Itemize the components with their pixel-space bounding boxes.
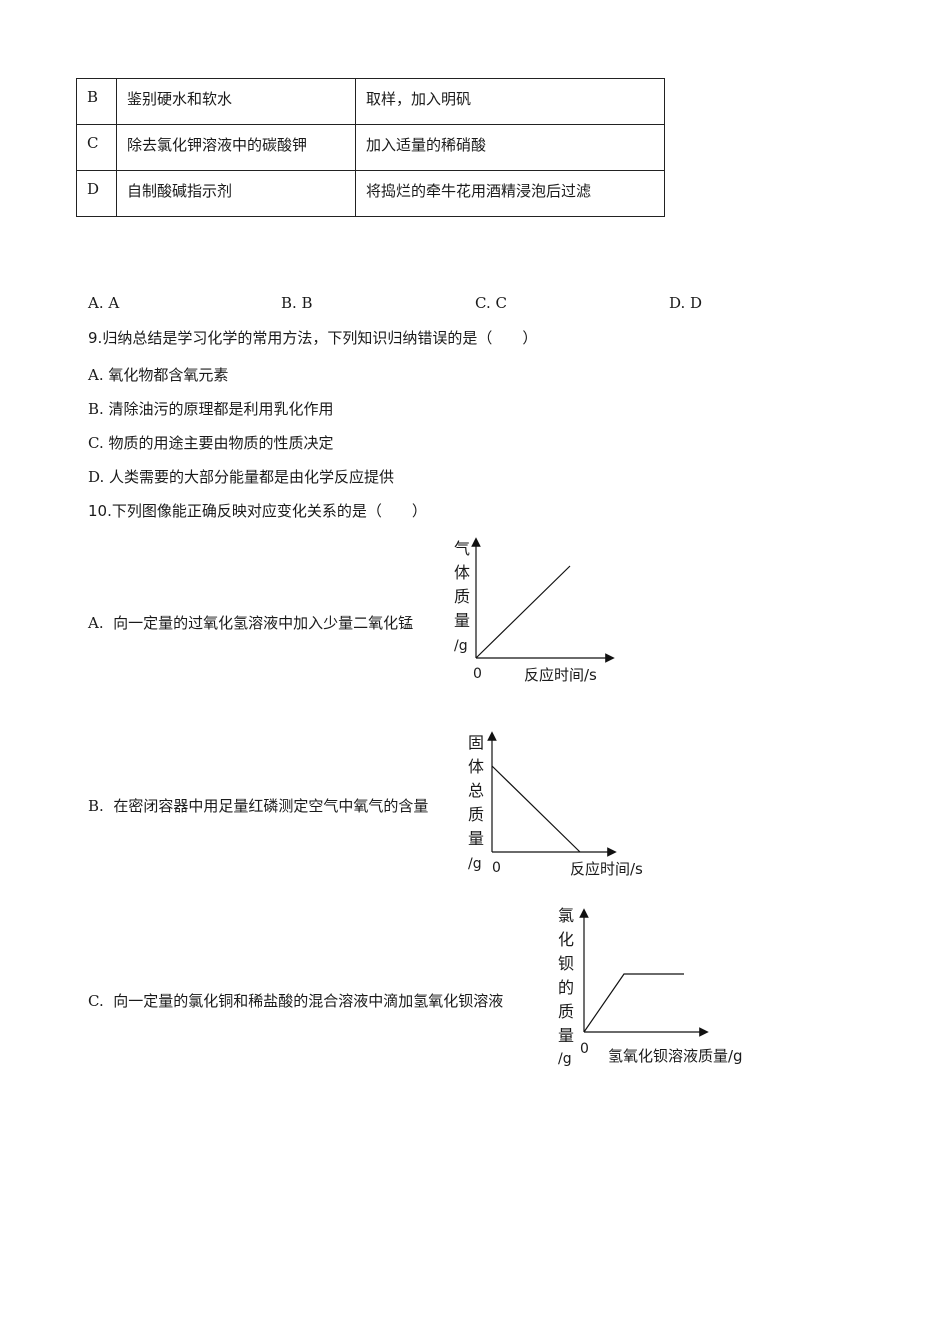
q10-stem: 10.下列图像能正确反映对应变化关系的是（ ） xyxy=(88,500,427,521)
q9-number: 9. xyxy=(88,329,103,347)
y-label-char: 总 xyxy=(468,781,484,800)
table-cell-item: 除去氯化钾溶液中的碳酸钾 xyxy=(116,124,356,171)
y-label-char: 体 xyxy=(454,563,470,582)
y-label-char: 化 xyxy=(558,930,574,949)
y-unit: /g xyxy=(454,638,468,654)
table-cell-option: D xyxy=(76,170,117,217)
graph-b: 固 体 总 质 量 /g 0 反应时间/s xyxy=(468,731,643,878)
table-row: D 自制酸碱指示剂 将捣烂的牵牛花用酒精浸泡后过滤 xyxy=(76,170,665,217)
y-label-char: 量 xyxy=(468,829,484,848)
q10-stem-text: 下列图像能正确反映对应变化关系的是（ ） xyxy=(111,502,427,520)
table-cell-option: C xyxy=(76,124,117,171)
data-line xyxy=(475,565,571,659)
q8-choice-a: A. A xyxy=(88,294,120,312)
x-axis-label: 反应时间/s xyxy=(570,860,643,878)
q9-stem: 9.归纳总结是学习化学的常用方法，下列知识归纳错误的是（ ） xyxy=(88,327,537,348)
y-label-char: 氯 xyxy=(558,906,574,925)
x-axis-label: 反应时间/s xyxy=(524,666,597,684)
q10-option-c: C. 向一定量的氯化铜和稀盐酸的混合溶液中滴加氢氧化钡溶液 xyxy=(88,990,503,1011)
q8-choice-c: C. C xyxy=(475,294,507,312)
table-cell-method: 取样，加入明矾 xyxy=(355,78,665,125)
data-line xyxy=(491,765,581,853)
x-axis-label: 氢氧化钡溶液质量/g xyxy=(608,1047,743,1065)
q10-number: 10. xyxy=(88,502,112,520)
y-label-char: 钡 xyxy=(558,954,574,973)
table-row: B 鉴别硬水和软水 取样，加入明矾 xyxy=(76,78,665,125)
q9-stem-text: 归纳总结是学习化学的常用方法，下列知识归纳错误的是（ ） xyxy=(102,329,538,347)
table-cell-item: 自制酸碱指示剂 xyxy=(116,170,356,217)
y-label-char: 质 xyxy=(454,587,470,606)
data-line xyxy=(583,973,684,1033)
table-cell-method: 加入适量的稀硝酸 xyxy=(355,124,665,171)
y-label-char: 量 xyxy=(558,1026,574,1045)
origin-label: 0 xyxy=(492,860,501,876)
q9-option-a: A. 氧化物都含氧元素 xyxy=(88,366,229,384)
origin-label: 0 xyxy=(473,666,482,682)
q9-option-b: B. 清除油污的原理都是利用乳化作用 xyxy=(88,400,334,418)
y-label-char: 固 xyxy=(468,733,484,752)
y-label-char: 的 xyxy=(558,978,574,997)
y-label-char: 气 xyxy=(454,539,470,558)
graph-a: 气 体 质 量 /g 0 反应时间/s xyxy=(454,537,615,684)
y-label-char: 质 xyxy=(468,805,484,824)
q10-option-b: B. 在密闭容器中用足量红磷测定空气中氧气的含量 xyxy=(88,795,428,816)
y-unit: /g xyxy=(468,856,482,872)
origin-label: 0 xyxy=(580,1041,589,1057)
options-table: B 鉴别硬水和软水 取样，加入明矾 C 除去氯化钾溶液中的碳酸钾 加入适量的稀硝… xyxy=(76,78,665,217)
y-label-char: 质 xyxy=(558,1002,574,1021)
table-cell-item: 鉴别硬水和软水 xyxy=(116,78,356,125)
q10-option-c-text: 向一定量的氯化铜和稀盐酸的混合溶液中滴加氢氧化钡溶液 xyxy=(113,992,504,1010)
q9-option-c: C. 物质的用途主要由物质的性质决定 xyxy=(88,434,334,452)
q8-choice-d: D. D xyxy=(669,294,703,312)
y-label-char: 体 xyxy=(468,757,484,776)
q9-option-d: D. 人类需要的大部分能量都是由化学反应提供 xyxy=(88,468,395,486)
q10-option-c-label: C. xyxy=(88,992,104,1010)
q10-option-a: A. 向一定量的过氧化氢溶液中加入少量二氧化锰 xyxy=(88,612,413,633)
q10-option-a-label: A. xyxy=(88,614,104,632)
q10-option-b-text: 在密闭容器中用足量红磷测定空气中氧气的含量 xyxy=(113,797,429,815)
y-label-char: 量 xyxy=(454,611,470,630)
table-cell-method: 将捣烂的牵牛花用酒精浸泡后过滤 xyxy=(355,170,665,217)
q10-option-b-label: B. xyxy=(88,797,104,815)
q8-choice-b: B. B xyxy=(281,294,313,312)
graph-c: 氯 化 钡 的 质 量 /g 0 氢氧化钡溶液质量/g xyxy=(558,906,743,1067)
table-row: C 除去氯化钾溶液中的碳酸钾 加入适量的稀硝酸 xyxy=(76,124,665,171)
q10-option-a-text: 向一定量的过氧化氢溶液中加入少量二氧化锰 xyxy=(113,614,414,632)
y-unit: /g xyxy=(558,1051,572,1067)
table-cell-option: B xyxy=(76,78,117,125)
